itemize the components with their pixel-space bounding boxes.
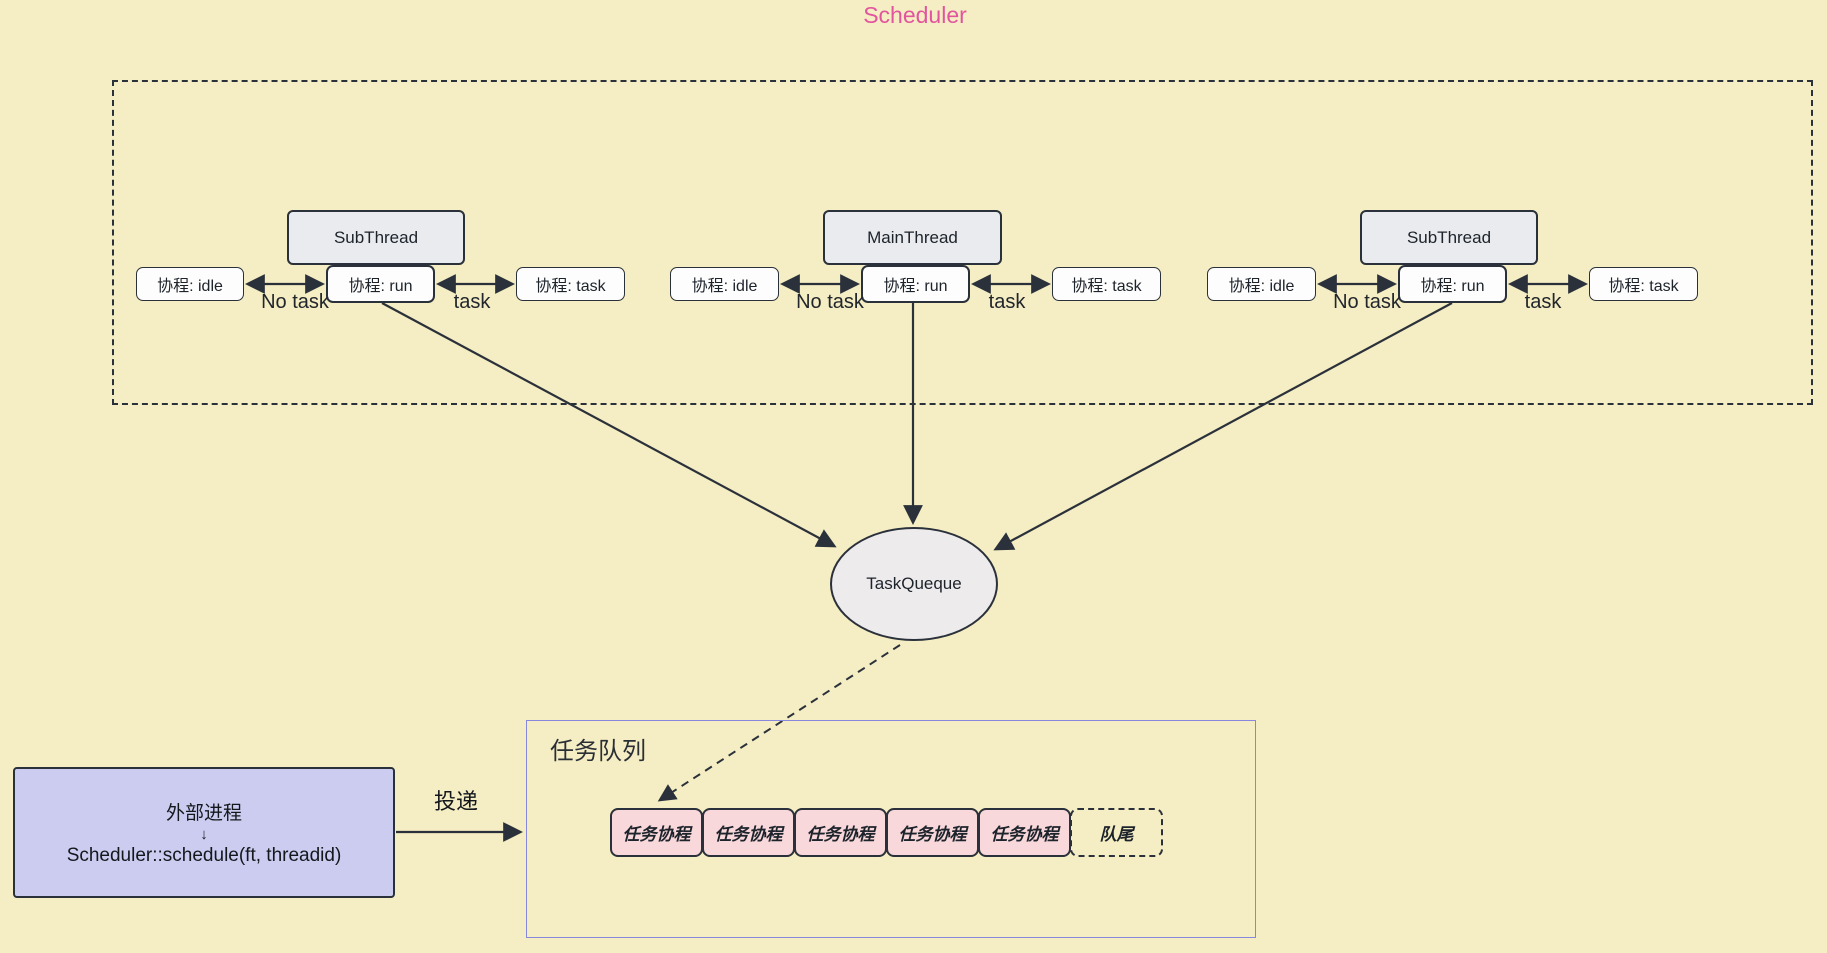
coroutine-label: 协程: run (883, 278, 948, 295)
queue-panel-title: 任务队列 (550, 738, 646, 765)
coroutine-run-left: 协程: run (326, 265, 435, 303)
coroutine-label: 协程: task (535, 278, 606, 295)
coroutine-label: 协程: idle (691, 278, 758, 295)
thread-label: MainThread (867, 227, 958, 247)
queue-item-label: 任务协程 (714, 825, 783, 844)
queue-item-label: 任务协程 (806, 825, 875, 844)
coroutine-task-center: 协程: task (1052, 267, 1161, 301)
thread-label: SubThread (333, 227, 419, 247)
queue-item: 任务协程 (610, 808, 703, 857)
coroutine-label: 协程: run (348, 278, 413, 295)
queue-item: 任务协程 (702, 808, 795, 857)
coroutine-idle-left: 协程: idle (136, 267, 244, 301)
queue-item: 任务协程 (886, 808, 979, 857)
external-process-box: 外部进程 ↓ Scheduler::schedule(ft, threadid) (13, 767, 395, 898)
queue-tail-item: 队尾 (1070, 808, 1163, 857)
threads-dashed-region (112, 80, 1813, 405)
external-process-call: Scheduler::schedule(ft, threadid) (66, 845, 342, 866)
edge-label-task-center: task (988, 291, 1026, 313)
edge-label-no-task-center: No task (796, 291, 864, 313)
coroutine-label: 协程: idle (1228, 278, 1295, 295)
down-arrow-glyph: ↓ (200, 826, 208, 843)
queue-item-label: 任务协程 (622, 825, 691, 844)
edge-label-task-left: task (453, 291, 491, 313)
coroutine-label: 协程: run (1420, 278, 1485, 295)
coroutine-label: 协程: idle (157, 278, 223, 295)
edge-label-no-task-left: No task (261, 291, 329, 313)
coroutine-label: 协程: task (1071, 278, 1142, 295)
thread-box-mainthread: MainThread (823, 210, 1002, 265)
page-title: Scheduler (863, 2, 967, 28)
coroutine-run-center: 协程: run (861, 265, 970, 303)
coroutine-run-right: 协程: run (1398, 265, 1507, 303)
coroutine-task-right: 协程: task (1589, 267, 1698, 301)
deliver-label: 投递 (433, 789, 479, 814)
thread-box-subthread-right: SubThread (1360, 210, 1538, 265)
coroutine-idle-right: 协程: idle (1207, 267, 1316, 301)
coroutine-label: 协程: task (1608, 278, 1679, 295)
edge-label-task-right: task (1524, 291, 1562, 313)
external-process-title: 外部进程 (165, 803, 242, 824)
coroutine-task-left: 协程: task (516, 267, 625, 301)
queue-item: 任务协程 (794, 808, 887, 857)
queue-items-row: 任务协程 任务协程 任务协程 任务协程 任务协程 队尾 (610, 808, 1163, 857)
queue-tail-label: 队尾 (1099, 825, 1134, 844)
thread-label: SubThread (1406, 227, 1492, 247)
queue-item-label: 任务协程 (898, 825, 967, 844)
task-queue-label: TaskQueque (866, 574, 962, 593)
queue-item-label: 任务协程 (990, 825, 1059, 844)
edge-label-no-task-right: No task (1333, 291, 1401, 313)
thread-box-subthread-left: SubThread (287, 210, 465, 265)
coroutine-idle-center: 协程: idle (670, 267, 779, 301)
task-queue-ellipse: TaskQueque (830, 527, 998, 641)
queue-item: 任务协程 (978, 808, 1071, 857)
